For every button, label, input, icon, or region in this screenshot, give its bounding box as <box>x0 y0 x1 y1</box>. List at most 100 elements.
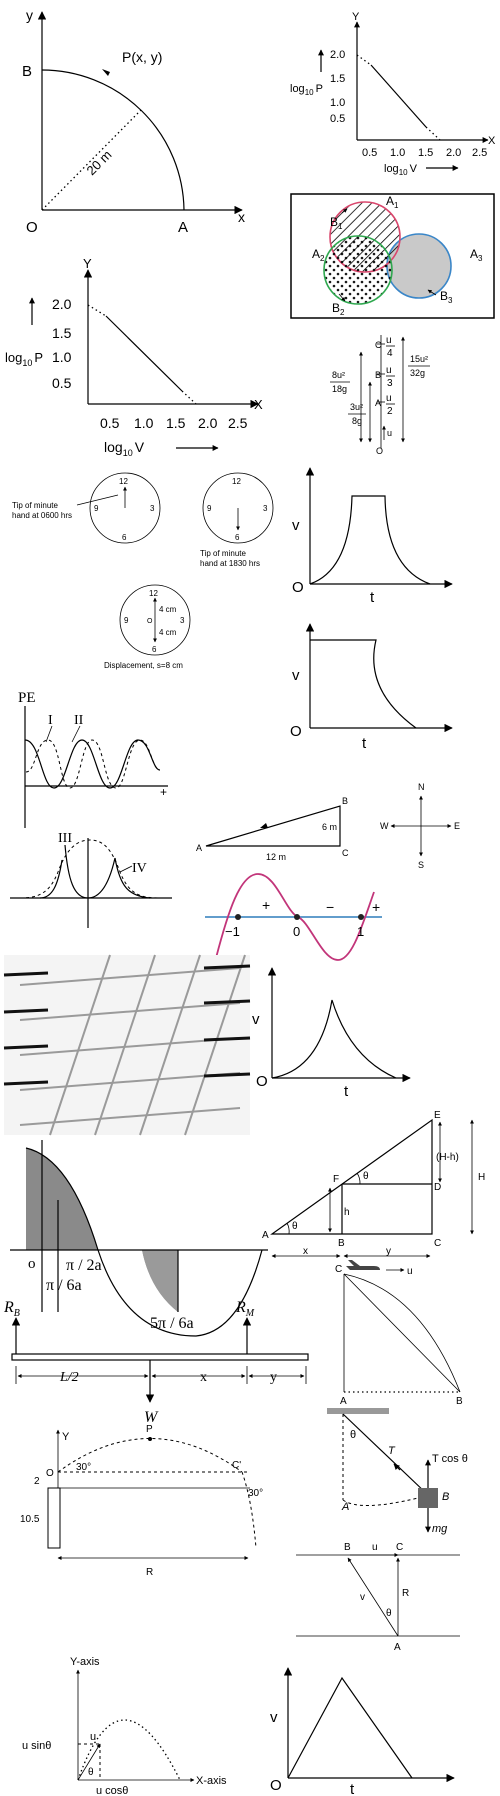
xtick-2-0: 2.0 <box>446 147 461 159</box>
xtick-1-5: 1.5 <box>166 415 186 431</box>
point-minus-1 <box>235 914 241 920</box>
dist-1: 4 cm <box>159 605 177 614</box>
u-over-2-num: u <box>386 393 392 404</box>
data-line <box>105 315 183 392</box>
label-b: B <box>375 370 381 380</box>
label-b: B <box>344 1542 351 1553</box>
label-0: 0 <box>293 924 300 939</box>
label-o: O <box>26 219 38 236</box>
ytick-1-5: 1.5 <box>52 325 72 341</box>
label-a1: A1 <box>386 194 399 210</box>
pe-graph-well: III IV <box>10 831 172 928</box>
ytick-2-0: 2.0 <box>52 296 72 312</box>
caption-line-2: hand at 0600 hrs <box>12 511 72 520</box>
label-t: t <box>344 1083 349 1100</box>
vector-river: B C A u v R θ <box>296 1542 460 1653</box>
n3: 3 <box>150 504 155 513</box>
label-10-5: 10.5 <box>20 1514 40 1525</box>
label-12m: 12 m <box>266 852 286 862</box>
b3-arrow <box>427 289 437 296</box>
projectile-cliff: Y P O C' 30° 30° 2 10.5 R <box>20 1424 263 1578</box>
label-a3: A3 <box>470 247 483 263</box>
label-a2: A2 <box>312 247 325 263</box>
n12: 12 <box>149 589 158 598</box>
n12: 12 <box>232 477 241 486</box>
axis-x-label: X <box>254 397 263 412</box>
vector-v <box>347 1557 399 1637</box>
axis-x-label: X <box>488 135 496 147</box>
plus-sign: + <box>160 785 167 799</box>
label-s: S <box>418 860 424 870</box>
clock-face <box>119 584 191 656</box>
label-l2: L/2 <box>59 1370 79 1385</box>
left-rail-1 <box>3 971 49 977</box>
data-line <box>370 64 427 128</box>
clock-1830: 12 3 6 9 Tip of minute hand at 1830 hrs <box>200 472 274 568</box>
label-e: E <box>434 1110 441 1121</box>
vt-graph-plateau: v O t <box>292 467 453 606</box>
airplane-icon <box>346 1260 380 1270</box>
mid-num: 3u² <box>350 402 363 412</box>
similar-triangles: θ θ E F D A B C h (H-h) H x y <box>262 1110 485 1258</box>
sign-plus-2: + <box>372 899 380 915</box>
curve-i <box>24 739 161 789</box>
clock-face <box>89 472 161 544</box>
grid-vertical-2 <box>94 954 156 1136</box>
displacement-line <box>343 1273 461 1393</box>
n3: 3 <box>180 616 185 625</box>
label-t: t <box>362 735 367 752</box>
curve-iv-left <box>39 859 63 899</box>
n6: 6 <box>122 533 127 542</box>
label-a: A <box>262 1230 269 1241</box>
xtick-2-5: 2.5 <box>472 147 487 159</box>
xtick-1-0: 1.0 <box>134 415 154 431</box>
vt-graph-decay: v O t <box>290 623 453 752</box>
center-o: O <box>147 618 153 625</box>
right-num: 15u² <box>410 354 428 364</box>
axis-y-label: Y <box>352 11 360 23</box>
swing-arc <box>342 1497 419 1507</box>
quarter-circle-diagram: y x B P(x, y) O A 20 m <box>22 7 245 236</box>
vt-graph-triangle: v O t <box>270 1667 455 1796</box>
radius-line <box>41 109 142 211</box>
label-ucos: u cosθ <box>96 1785 128 1796</box>
angle-1: 30° <box>76 1462 91 1473</box>
left-rail-4 <box>3 1080 49 1086</box>
label-v: v <box>292 667 300 684</box>
caption-line-2: hand at 1830 hrs <box>200 559 260 568</box>
label-2: 2 <box>34 1476 40 1487</box>
ytick-1-0: 1.0 <box>52 349 72 365</box>
label-a: A <box>375 398 381 408</box>
clock-face <box>202 472 274 544</box>
shaded-sine: o π / 2a π / 6a 5π / 6a <box>10 1140 268 1337</box>
grid-horizontal-4 <box>19 1072 241 1091</box>
xtick-2-5: 2.5 <box>228 415 248 431</box>
extrapolated-line-start <box>356 54 372 66</box>
ceiling <box>327 1408 389 1414</box>
label-x-axis: X-axis <box>196 1775 227 1787</box>
grid-vertical-4 <box>184 954 246 1136</box>
triangle <box>205 805 341 847</box>
n9: 9 <box>207 504 212 513</box>
label-usin: u sinθ <box>22 1740 51 1752</box>
left-rail-2 <box>3 1008 49 1014</box>
label-1: 1 <box>357 924 364 939</box>
label-t: t <box>350 1781 355 1796</box>
label-b: B <box>442 1491 449 1503</box>
extrapolated-line-end <box>181 390 197 405</box>
grid-horizontal-1 <box>19 967 241 986</box>
label-pi-6a: π / 6a <box>46 1277 82 1294</box>
velocity-curve <box>271 999 397 1079</box>
xtick-1-5: 1.5 <box>418 147 433 159</box>
angle-f <box>356 1172 361 1185</box>
label-iv: IV <box>132 861 147 876</box>
left-num: 8u² <box>332 370 345 380</box>
sign-plus-1: + <box>262 897 270 913</box>
b1-arrow <box>341 208 348 214</box>
log-graph-mid: Y X 2.0 1.5 1.0 0.5 0.5 1.0 1.5 2.0 2.5 … <box>5 256 263 458</box>
point-0 <box>294 914 300 920</box>
curve-ii <box>25 739 161 789</box>
